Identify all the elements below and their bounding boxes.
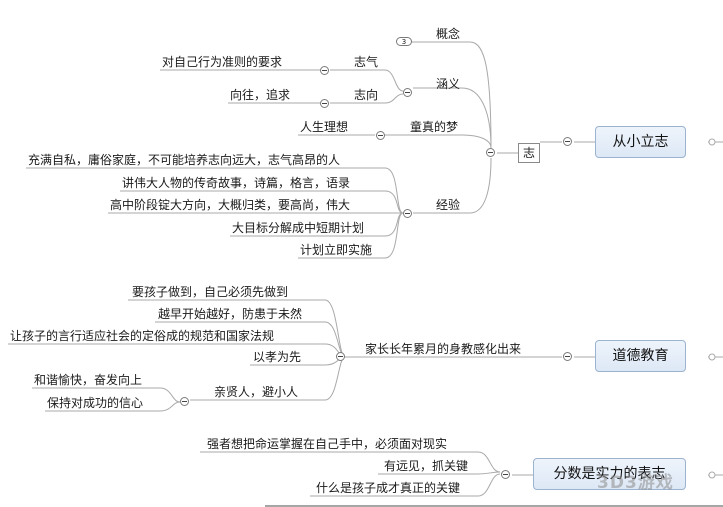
node-rensheng[interactable]: 人生理想 bbox=[300, 120, 349, 134]
jingyan-item[interactable]: 大目标分解成中短期计划 bbox=[232, 221, 365, 235]
collapse-toggle-icon[interactable] bbox=[320, 99, 329, 108]
fenshu-item[interactable]: 什么是孩子成才真正的关键 bbox=[316, 481, 461, 495]
root-node[interactable]: 志 bbox=[518, 143, 540, 163]
jingyan-item[interactable]: 高中阶段锭大方向，大概归类，要高尚，伟大 bbox=[110, 198, 351, 212]
topic-daode-jiaoyu[interactable]: 道德教育 bbox=[595, 340, 686, 372]
watermark-logo: 3D3游戏 bbox=[597, 473, 674, 493]
qinxian-item[interactable]: 和谐愉快，奋发向上 bbox=[34, 373, 143, 387]
node-zhiqi[interactable]: 志气 bbox=[354, 55, 379, 69]
node-zhiqi-desc[interactable]: 对自己行为准则的要求 bbox=[162, 55, 283, 69]
node-hanyi[interactable]: 涵义 bbox=[436, 77, 461, 91]
jingyan-item[interactable]: 讲伟大人物的传奇故事，诗篇，格言，语录 bbox=[122, 176, 351, 190]
node-qinxian[interactable]: 亲贤人，避小人 bbox=[214, 385, 299, 399]
topic-fenshu[interactable]: 分数是实力的表志 bbox=[533, 458, 686, 490]
node-zhixiang[interactable]: 志向 bbox=[354, 88, 379, 102]
collapse-toggle-icon[interactable] bbox=[403, 88, 412, 97]
node-gainian[interactable]: 概念 bbox=[436, 27, 461, 41]
daode-item[interactable]: 要孩子做到，自己必须先做到 bbox=[132, 285, 289, 299]
node-tongzhen[interactable]: 童真的梦 bbox=[410, 120, 459, 134]
fenshu-item[interactable]: 强者想把命运掌握在自己手中，必须面对现实 bbox=[207, 437, 448, 451]
node-jiazhang-shenjiao[interactable]: 家长长年累月的身教感化出来 bbox=[365, 342, 522, 356]
collapse-toggle-icon[interactable] bbox=[486, 148, 495, 157]
collapse-toggle-icon[interactable] bbox=[403, 209, 412, 218]
jingyan-item[interactable]: 充满自私，庸俗家庭，不可能培养志向远大，志气高昂的人 bbox=[28, 153, 341, 167]
topic-cong-xiao-li-zhi[interactable]: 从小立志 bbox=[595, 126, 686, 158]
collapse-toggle-icon[interactable] bbox=[376, 131, 385, 140]
collapse-toggle-icon[interactable] bbox=[501, 470, 510, 479]
collapse-toggle-icon[interactable] bbox=[563, 137, 572, 146]
jingyan-item[interactable]: 计划立即实施 bbox=[300, 243, 373, 257]
collapse-toggle-icon[interactable] bbox=[320, 66, 329, 75]
node-zhixiang-desc[interactable]: 向往，追求 bbox=[230, 88, 291, 102]
qinxian-item[interactable]: 保持对成功的信心 bbox=[47, 396, 144, 410]
fenshu-item[interactable]: 有远见，抓关键 bbox=[384, 459, 469, 473]
collapse-toggle-icon[interactable] bbox=[563, 352, 572, 361]
collapse-toggle-icon[interactable] bbox=[180, 397, 189, 406]
daode-item[interactable]: 越早开始越好，防患于未然 bbox=[158, 307, 303, 321]
node-jingyan[interactable]: 经验 bbox=[436, 198, 461, 212]
daode-item[interactable]: 以孝为先 bbox=[253, 350, 302, 364]
collapse-toggle-icon[interactable] bbox=[336, 352, 345, 361]
collapsed-count-badge[interactable]: 3 bbox=[396, 37, 412, 46]
daode-item[interactable]: 让孩子的言行适应社会的定俗成的规范和国家法规 bbox=[10, 329, 275, 343]
